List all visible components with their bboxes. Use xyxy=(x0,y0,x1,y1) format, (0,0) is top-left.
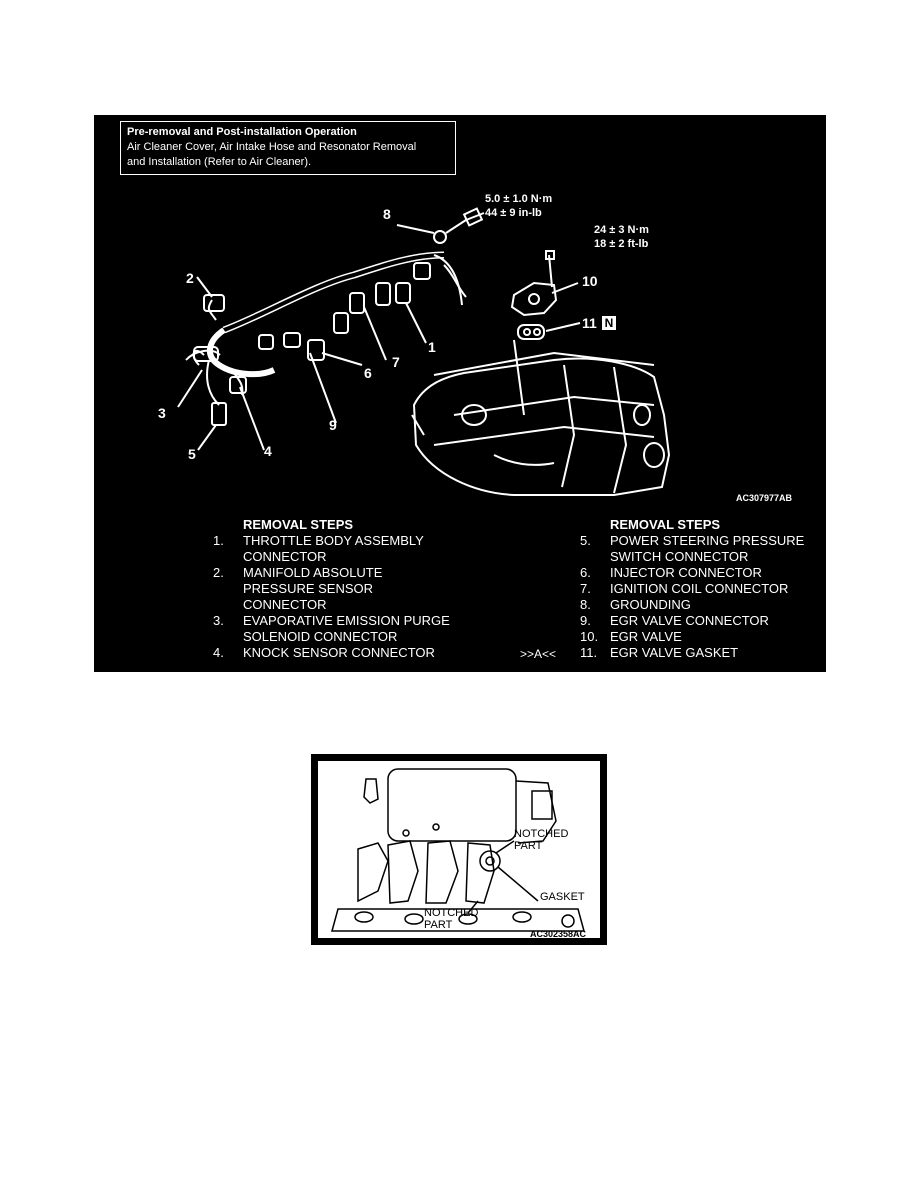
label-notched-part-top: NOTCHED PART xyxy=(514,828,569,852)
procedure-marker: >>A<< xyxy=(520,647,557,661)
callout-11: 11 xyxy=(582,315,597,331)
note-title: Pre-removal and Post-installation Operat… xyxy=(127,126,357,138)
label-notched-part-bottom: NOTCHED PART xyxy=(424,907,479,931)
step-text: EGR VALVE CONNECTOR xyxy=(610,613,769,628)
step-text: INJECTOR CONNECTOR xyxy=(610,565,762,580)
engine-harness-illustration xyxy=(177,207,671,496)
callout-7: 7 xyxy=(392,354,400,370)
step-text: POWER STEERING PRESSURE SWITCH CONNECTOR xyxy=(610,533,805,564)
step-number: 1. xyxy=(213,533,224,548)
step-2: 2. MANIFOLD ABSOLUTE PRESSURE SENSOR CON… xyxy=(213,565,453,613)
step-text: GROUNDING xyxy=(610,597,691,612)
step-8: 8. GROUNDING xyxy=(580,597,820,613)
callout-8: 8 xyxy=(383,206,391,222)
intake-manifold-illustration xyxy=(331,768,585,932)
pre-removal-note: Pre-removal and Post-installation Operat… xyxy=(120,121,456,175)
step-11: 11. EGR VALVE GASKET xyxy=(580,645,820,661)
callout-6: 6 xyxy=(364,365,372,381)
step-3: 3. EVAPORATIVE EMISSION PURGE SOLENOID C… xyxy=(213,613,453,645)
new-part-badge: N xyxy=(602,316,616,330)
step-text: EVAPORATIVE EMISSION PURGE SOLENOID CONN… xyxy=(243,613,450,644)
step-number: 5. xyxy=(580,533,591,548)
step-1: 1. THROTTLE BODY ASSEMBLY CONNECTOR xyxy=(213,533,453,565)
step-number: 8. xyxy=(580,597,591,612)
steps-header-right: REMOVAL STEPS xyxy=(610,517,721,532)
callout-5: 5 xyxy=(188,446,196,462)
step-9: 9. EGR VALVE CONNECTOR xyxy=(580,613,820,629)
step-number: 7. xyxy=(580,581,591,596)
step-number: 9. xyxy=(580,613,591,628)
label-gasket: GASKET xyxy=(540,891,585,903)
step-text: KNOCK SENSOR CONNECTOR xyxy=(243,645,435,660)
removal-diagram-panel: Pre-removal and Post-installation Operat… xyxy=(94,115,826,672)
step-text: THROTTLE BODY ASSEMBLY CONNECTOR xyxy=(243,533,424,564)
figure-code-1: AC307977AB xyxy=(736,493,793,503)
callout-2: 2 xyxy=(186,270,194,286)
step-number: 3. xyxy=(213,613,224,628)
callout-10: 10 xyxy=(582,273,598,289)
figure-code-2: AC302358AC xyxy=(530,929,587,939)
note-line-1: Air Cleaner Cover, Air Intake Hose and R… xyxy=(127,141,417,153)
step-number: 4. xyxy=(213,645,224,660)
torque-egr-valve: 24 ± 3 N·m 18 ± 2 ft-lb xyxy=(594,223,649,251)
removal-steps-right: REMOVAL STEPS 5. POWER STEERING PRESSURE… xyxy=(580,517,820,661)
step-6: 6. INJECTOR CONNECTOR xyxy=(580,565,820,581)
step-text: EGR VALVE GASKET xyxy=(610,645,739,660)
gasket-diagram-panel: NOTCHED PART GASKET NOTCHED PART AC30235… xyxy=(311,754,607,945)
step-text: EGR VALVE xyxy=(610,629,682,644)
note-line-2: and Installation (Refer to Air Cleaner). xyxy=(127,156,312,168)
step-number: 6. xyxy=(580,565,591,580)
step-4: 4. KNOCK SENSOR CONNECTOR xyxy=(213,645,453,661)
step-number: 10. xyxy=(580,629,599,644)
step-7: 7. IGNITION COIL CONNECTOR xyxy=(580,581,820,597)
torque-ground-bolt: 5.0 ± 1.0 N·m 44 ± 9 in-lb xyxy=(485,192,552,220)
gasket-diagram-frame: NOTCHED PART GASKET NOTCHED PART AC30235… xyxy=(317,760,601,939)
step-text: IGNITION COIL CONNECTOR xyxy=(610,581,789,596)
step-number: 2. xyxy=(213,565,224,580)
torque-ground-imperial: 44 ± 9 in-lb xyxy=(485,207,542,219)
step-10: 10. EGR VALVE xyxy=(580,629,820,645)
callout-3: 3 xyxy=(158,405,166,421)
step-5: 5. POWER STEERING PRESSURE SWITCH CONNEC… xyxy=(580,533,820,565)
callout-1: 1 xyxy=(428,339,436,355)
steps-header-left: REMOVAL STEPS xyxy=(243,517,354,532)
step-number: 11. xyxy=(580,645,598,660)
torque-egr-nm: 24 ± 3 N·m xyxy=(594,224,649,236)
step-text: MANIFOLD ABSOLUTE PRESSURE SENSOR CONNEC… xyxy=(243,565,383,612)
callout-4: 4 xyxy=(264,443,272,459)
removal-steps-left: REMOVAL STEPS 1. THROTTLE BODY ASSEMBLY … xyxy=(213,517,453,661)
torque-egr-imperial: 18 ± 2 ft-lb xyxy=(594,238,649,250)
callout-9: 9 xyxy=(329,417,337,433)
torque-ground-nm: 5.0 ± 1.0 N·m xyxy=(485,193,553,205)
